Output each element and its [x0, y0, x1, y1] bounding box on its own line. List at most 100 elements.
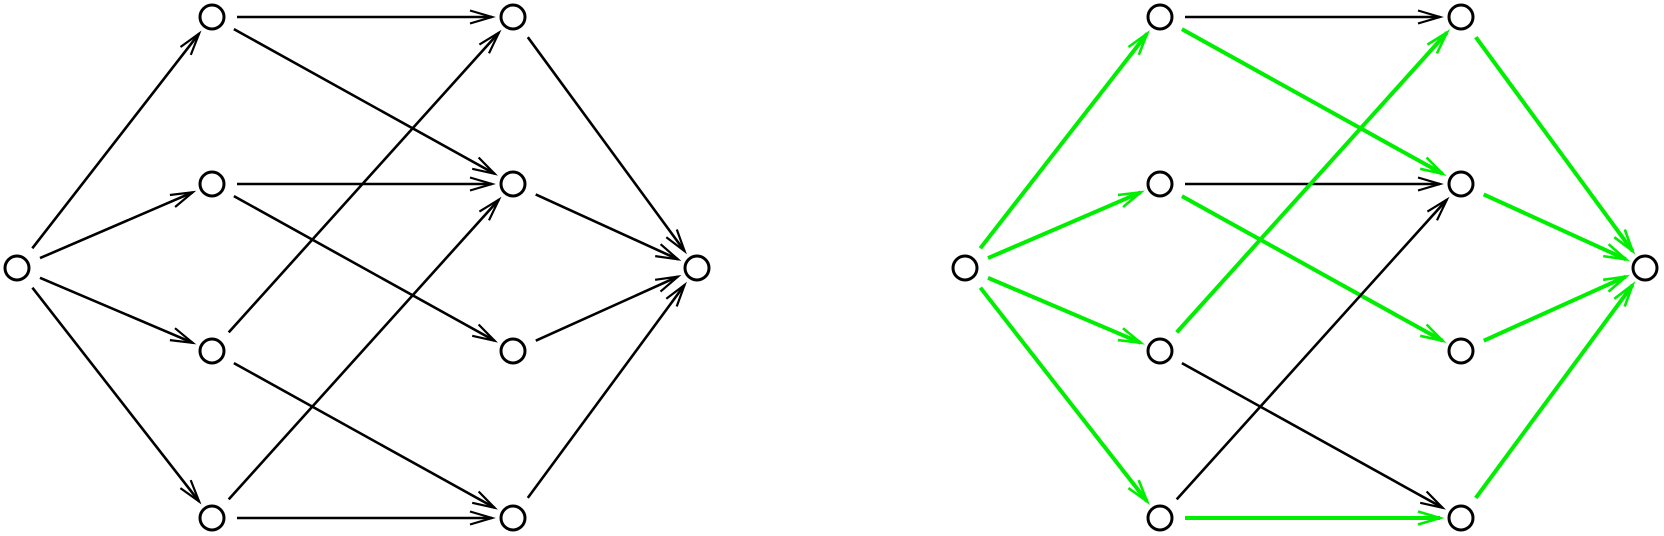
node-a2 [198, 170, 226, 198]
edge-line [526, 36, 686, 252]
node-t [1631, 254, 1659, 282]
edge-a4-b2 [1175, 196, 1450, 501]
edge-layer [31, 9, 687, 526]
arrowhead-icon [665, 229, 687, 255]
edge-line [1482, 274, 1627, 343]
node-b1 [1447, 3, 1475, 31]
arrowhead-icon [1419, 323, 1447, 344]
edge-a3-b1 [227, 29, 502, 334]
edge-line [31, 286, 201, 503]
edge-line [1175, 31, 1449, 334]
edge-line [526, 284, 686, 499]
edge-a1-b1 [1185, 9, 1444, 25]
edge-line [227, 31, 500, 334]
arrowhead-icon [1603, 243, 1631, 262]
arrowhead-icon [471, 490, 498, 510]
edge-a3-b4 [233, 361, 498, 510]
arrowhead-icon [1127, 479, 1150, 505]
arrowhead-icon [469, 510, 496, 526]
edge-line [535, 193, 679, 261]
edge-a2-b3 [1180, 194, 1447, 344]
arrowhead-icon [469, 176, 496, 192]
node-a3 [1146, 337, 1174, 365]
arrowhead-icon [1417, 510, 1445, 526]
node-b3 [1447, 337, 1475, 365]
edge-line [978, 32, 1149, 250]
edge-b2-t [535, 193, 682, 261]
edge-line [1474, 283, 1635, 500]
edge-s-a2 [39, 190, 197, 260]
edge-a1-b2 [1180, 27, 1447, 177]
edge-b1-t [1474, 36, 1636, 255]
arrowhead-icon [179, 30, 202, 56]
arrowhead-icon [1117, 327, 1145, 345]
edge-a3-b4 [1181, 361, 1446, 510]
arrowhead-icon [1419, 156, 1447, 177]
node-layer [951, 3, 1659, 532]
edge-line [535, 275, 679, 342]
arrowhead-icon [1613, 281, 1636, 307]
arrowhead-icon [1127, 29, 1150, 56]
arrowhead-icon [169, 327, 197, 345]
node-b2 [499, 170, 527, 198]
edge-line [1181, 361, 1444, 509]
arrowhead-icon [478, 29, 502, 54]
edge-s-a1 [31, 30, 202, 250]
edge-s-a3 [987, 275, 1145, 345]
edge-s-a3 [39, 276, 197, 345]
arrowhead-icon [471, 323, 498, 343]
node-a3 [198, 337, 226, 365]
node-a4 [1146, 504, 1174, 532]
arrowhead-icon [1417, 176, 1444, 192]
edge-b3-t [1482, 274, 1631, 343]
edge-line [233, 194, 496, 342]
edge-a3-b1 [1175, 29, 1450, 334]
node-b4 [1447, 504, 1475, 532]
arrowhead-icon [1419, 490, 1446, 510]
arrowhead-icon [1117, 190, 1145, 208]
edge-s-a1 [978, 29, 1150, 250]
edge-line [1482, 192, 1627, 262]
edge-line [1180, 27, 1444, 176]
arrowhead-icon [1417, 9, 1444, 25]
edge-line [233, 361, 496, 509]
arrowhead-icon [471, 156, 498, 176]
arrowhead-icon [478, 196, 502, 221]
edge-line [31, 32, 201, 250]
edge-a2-b2 [237, 176, 496, 192]
edge-line [978, 286, 1149, 503]
edge-a4-b4 [1185, 510, 1445, 526]
edge-b4-t [526, 281, 687, 499]
edge-a4-b2 [227, 196, 502, 501]
arrowhead-icon [179, 479, 202, 505]
right-graph [951, 3, 1659, 532]
edge-b4-t [1474, 281, 1636, 500]
edge-line [1180, 194, 1444, 343]
node-b1 [499, 3, 527, 31]
arrowhead-icon [1426, 196, 1450, 221]
edge-line [987, 190, 1142, 260]
arrowhead-icon [655, 243, 682, 261]
edge-layer [978, 9, 1636, 526]
edge-a1-b1 [237, 9, 496, 25]
arrowhead-icon [169, 190, 197, 208]
arrowhead-icon [1613, 229, 1636, 255]
node-a1 [1146, 3, 1174, 31]
node-s [951, 254, 979, 282]
edge-b3-t [535, 274, 682, 342]
edge-line [39, 276, 194, 344]
node-b4 [499, 504, 527, 532]
arrowhead-icon [1602, 274, 1631, 293]
edge-a2-b3 [233, 194, 498, 343]
edge-line [1175, 198, 1448, 501]
edge-line [233, 27, 496, 175]
node-a4 [198, 504, 226, 532]
node-layer [3, 3, 711, 532]
edge-a1-b2 [233, 27, 498, 176]
left-graph [3, 3, 711, 532]
edge-line [987, 275, 1142, 345]
edge-a4-b4 [237, 510, 496, 526]
edge-line [39, 191, 194, 260]
